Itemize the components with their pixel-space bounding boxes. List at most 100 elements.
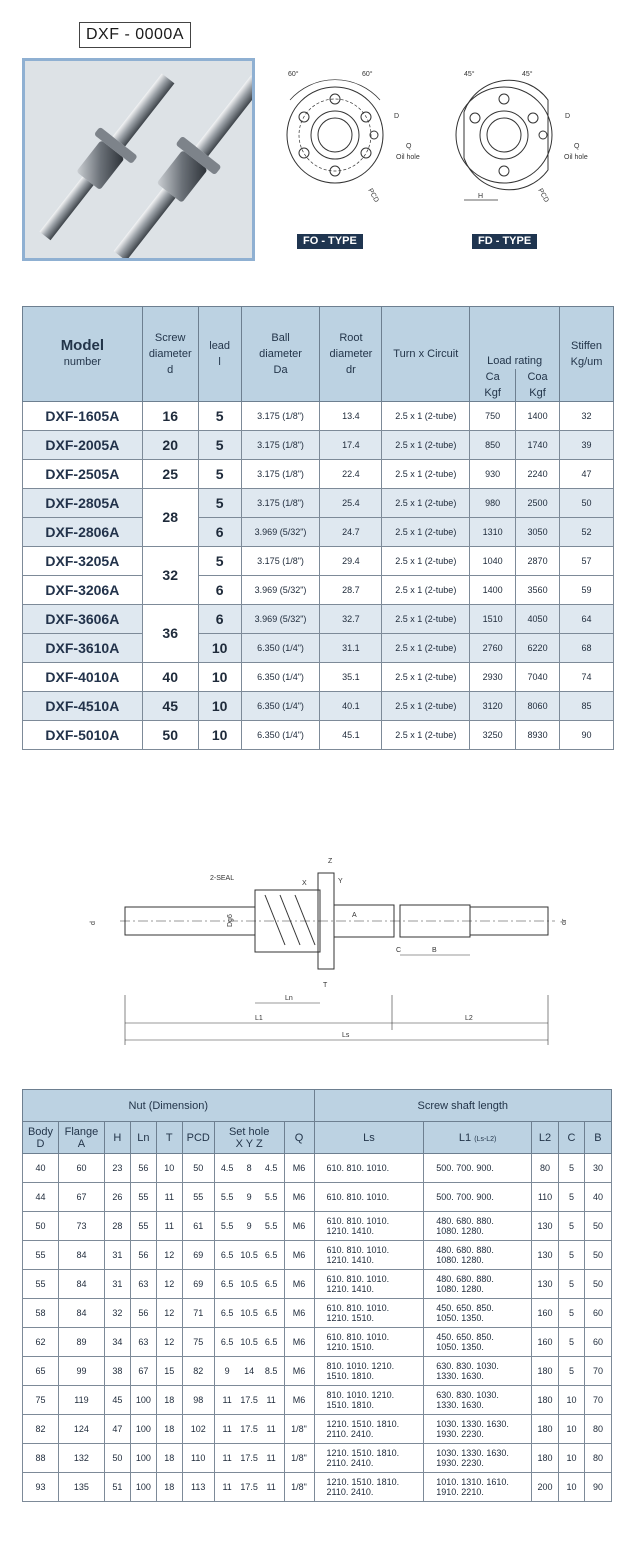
ls-cell: 610. 810. 1010. xyxy=(313,1182,425,1212)
lead-cell: 10 xyxy=(197,632,242,663)
set-hole-y: 17.5 xyxy=(240,1482,258,1492)
ls-cell: 610. 810. 1010. xyxy=(313,1153,425,1183)
h-cell: 32 xyxy=(103,1298,131,1328)
h-cell: 34 xyxy=(103,1327,131,1357)
c-cell: 5 xyxy=(558,1269,585,1299)
body-d-cell: 75 xyxy=(22,1385,59,1415)
fd-angle-2: 45° xyxy=(522,70,533,78)
set-hole-x: 4.5 xyxy=(220,1163,234,1173)
flange-a-cell: 89 xyxy=(57,1327,105,1357)
table-row: DXF-2806A 6 3.969 (5/32") 24.7 2.5 x 1 (… xyxy=(22,516,614,547)
screw-diameter-cell: 20 xyxy=(141,429,199,460)
header-b: B xyxy=(583,1121,613,1154)
pcd-cell: 110 xyxy=(181,1443,215,1473)
l1-line: 1030. 1330. 1630. xyxy=(436,1419,509,1429)
ca-cell: 850 xyxy=(469,429,517,460)
ls-cell: 610. 810. 1010.1210. 1410. xyxy=(313,1211,425,1241)
body-d-cell: 88 xyxy=(22,1443,59,1473)
root-diameter-cell: 13.4 xyxy=(319,400,383,431)
b-label: B xyxy=(432,947,437,954)
t-cell: 12 xyxy=(155,1298,183,1328)
ls-line: 610. 810. 1010. xyxy=(326,1332,390,1342)
screw-diameter-cell: 50 xyxy=(141,719,199,750)
stiffen-cell: 74 xyxy=(559,661,614,692)
l2-cell: 180 xyxy=(531,1356,559,1386)
header-h: H xyxy=(103,1121,131,1154)
set-hole-x: 6.5 xyxy=(220,1337,234,1347)
pcd-cell: 69 xyxy=(181,1269,215,1299)
ln-cell: 100 xyxy=(129,1443,157,1473)
set-hole-z: 5.5 xyxy=(264,1221,278,1231)
b-cell: 80 xyxy=(583,1414,613,1444)
l1-line: 630. 830. 1030. xyxy=(436,1361,499,1371)
q-cell: 1/8" xyxy=(283,1414,315,1444)
ca-cell: 2930 xyxy=(469,661,517,692)
screw-diameter-cell: 28 xyxy=(141,487,199,547)
ball-screw-photo xyxy=(25,61,252,258)
model-cell: DXF-5010A xyxy=(22,719,143,750)
body-d-cell: 40 xyxy=(22,1153,59,1183)
l2-cell: 80 xyxy=(531,1153,559,1183)
t-cell: 12 xyxy=(155,1269,183,1299)
fd-d-label: D xyxy=(565,113,570,120)
set-hole-x: 5.5 xyxy=(220,1192,234,1202)
flange-a-cell: 84 xyxy=(57,1269,105,1299)
coa-cell: 7040 xyxy=(515,661,561,692)
l1-cell: 480. 680. 880.1080. 1280. xyxy=(423,1269,533,1299)
turn-circuit-cell: 2.5 x 1 (2-tube) xyxy=(381,516,471,547)
l1-cell: 1030. 1330. 1630.1930. 2230. xyxy=(423,1414,533,1444)
ls-line: 2110. 2410. xyxy=(326,1458,374,1468)
t-cell: 18 xyxy=(155,1385,183,1415)
ca-cell: 3120 xyxy=(469,690,517,721)
ball-diameter-cell: 3.969 (5/32") xyxy=(240,516,321,547)
l2-cell: 180 xyxy=(531,1414,559,1444)
set-hole-z: 8.5 xyxy=(264,1366,278,1376)
header-load-rating: Load rating xyxy=(469,306,561,369)
lead-cell: 5 xyxy=(197,487,242,518)
l1-line: 480. 680. 880. xyxy=(436,1216,494,1226)
flange-a-cell: 67 xyxy=(57,1182,105,1212)
table-row: DXF-2005A 20 5 3.175 (1/8") 17.4 2.5 x 1… xyxy=(22,429,614,460)
l2-cell: 130 xyxy=(531,1211,559,1241)
set-hole-z: 4.5 xyxy=(264,1163,278,1173)
ball-diameter-cell: 6.350 (1/4") xyxy=(240,661,321,692)
fd-pcd-label: PCD xyxy=(536,188,549,204)
t-cell: 12 xyxy=(155,1240,183,1270)
lead-cell: 6 xyxy=(197,603,242,634)
l1-cell: 500. 700. 900. xyxy=(423,1153,533,1183)
l1-line: 480. 680. 880. xyxy=(436,1245,494,1255)
q-cell: M6 xyxy=(283,1298,315,1328)
table-row: DXF-3606A 36 6 3.969 (5/32") 32.7 2.5 x … xyxy=(22,603,614,663)
stiffen-cell: 57 xyxy=(559,545,614,576)
ln-cell: 100 xyxy=(129,1385,157,1415)
ls-line: 810. 1010. 1210. xyxy=(326,1361,395,1371)
coa-cell: 6220 xyxy=(515,632,561,663)
ca-cell: 1040 xyxy=(469,545,517,576)
set-hole-y: 14 xyxy=(244,1366,255,1376)
ball-diameter-cell: 3.969 (5/32") xyxy=(240,603,321,634)
coa-cell: 3560 xyxy=(515,574,561,605)
flange-a-cell: 135 xyxy=(57,1472,105,1502)
ln-cell: 56 xyxy=(129,1240,157,1270)
set-hole-x: 6.5 xyxy=(220,1279,234,1289)
fd-h-label: H xyxy=(478,193,483,200)
set-hole-z: 6.5 xyxy=(264,1279,278,1289)
ls-cell: 610. 810. 1010.1210. 1510. xyxy=(313,1298,425,1328)
stiffen-cell: 47 xyxy=(559,458,614,489)
ls-line: 1210. 1510. xyxy=(326,1313,375,1323)
b-cell: 70 xyxy=(583,1385,613,1415)
root-diameter-cell: 22.4 xyxy=(319,458,383,489)
ca-cell: 1510 xyxy=(469,603,517,634)
b-cell: 90 xyxy=(583,1472,613,1502)
